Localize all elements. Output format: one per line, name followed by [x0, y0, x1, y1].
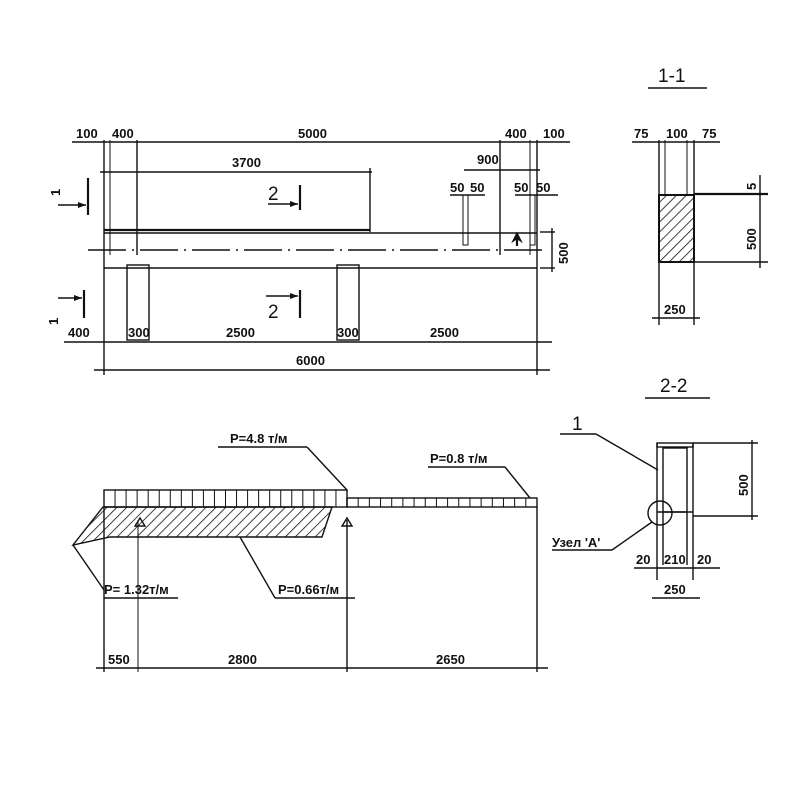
node-a-circle — [647, 500, 673, 526]
dim-2650: 2650 — [436, 652, 465, 667]
dim-550: 550 — [108, 652, 130, 667]
dim-75: 75 — [702, 126, 716, 141]
dim-400-right: 400 — [505, 126, 527, 141]
section-mark-1: 1 — [46, 318, 61, 325]
dim-210: 210 — [664, 552, 686, 567]
hatched-section — [658, 194, 695, 263]
dim-50: 50 — [470, 180, 484, 195]
dim-400: 400 — [68, 325, 90, 340]
dim-300: 300 — [128, 325, 150, 340]
hatched-load — [71, 506, 333, 547]
plan-view: 100 400 5000 400 100 3700 900 50 50 50 5… — [46, 126, 571, 375]
dim-500: 500 — [744, 228, 759, 250]
dim-400-left: 400 — [112, 126, 134, 141]
dim-20: 20 — [636, 552, 650, 567]
load-label-p1: P=4.8 т/м — [230, 431, 288, 446]
section-title: 2-2 — [660, 376, 687, 397]
dim-height-500: 500 — [556, 242, 571, 264]
dim-900: 900 — [477, 152, 499, 167]
dim-250: 250 — [664, 302, 686, 317]
callout-1: 1 — [572, 414, 583, 435]
dim-500: 500 — [736, 474, 751, 496]
dim-2500: 2500 — [226, 325, 255, 340]
section-1-1: 1-1 75 100 75 5 500 250 — [632, 66, 768, 325]
dim-50: 50 — [536, 180, 550, 195]
dim-75: 75 — [634, 126, 648, 141]
dim-50: 50 — [450, 180, 464, 195]
column — [126, 264, 150, 341]
section-mark-1: 1 — [48, 189, 63, 196]
load-label-p2: P=0.8 т/м — [430, 451, 488, 466]
dim-50: 50 — [514, 180, 528, 195]
node-a-label: Узел 'А' — [552, 535, 600, 550]
dim-3700: 3700 — [232, 155, 261, 170]
section-mark-2: 2 — [268, 184, 279, 205]
load-label-p4: P=0.66т/м — [278, 582, 339, 597]
load-diagram: P=4.8 т/м P=0.8 т/м P= 1.32т/м P=0.66т/м… — [71, 431, 548, 672]
section-2-2: 2-2 500 1 Узел 'А' 20 210 20 250 — [552, 376, 758, 599]
dim-300: 300 — [337, 325, 359, 340]
dim-2800: 2800 — [228, 652, 257, 667]
dim-5: 5 — [744, 183, 759, 190]
dim-2500: 2500 — [430, 325, 459, 340]
load-label-p3: P= 1.32т/м — [104, 582, 169, 597]
dim-100: 100 — [666, 126, 688, 141]
dim-250: 250 — [664, 582, 686, 597]
section-mark-2: 2 — [268, 302, 279, 323]
dim-5000: 5000 — [298, 126, 327, 141]
section-title: 1-1 — [658, 66, 685, 87]
dim-6000: 6000 — [296, 353, 325, 368]
column — [336, 264, 360, 341]
dim-100-left: 100 — [76, 126, 98, 141]
dim-20: 20 — [697, 552, 711, 567]
dim-100-right: 100 — [543, 126, 565, 141]
